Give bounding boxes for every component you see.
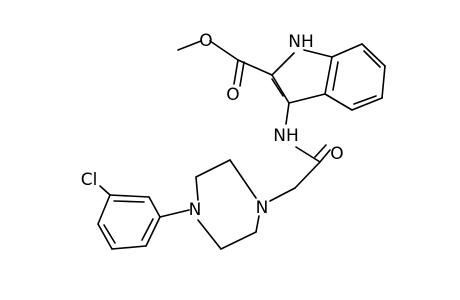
bond-layer [97,40,386,250]
bond-c6-c5 [381,65,386,99]
bond-methyl-o [177,40,202,51]
atom-o-amide: O [330,144,343,164]
bond-pip-c6-c5 [220,231,257,250]
bond-ar-c6-c1-inner [141,218,154,241]
bond-amide-carbon-o-2 [314,144,327,158]
bond-c7a-c3a [324,56,333,95]
atom-o-ester-carbonyl: O [226,85,239,105]
bond-c7-c6 [361,43,386,67]
bond-c3a-c3 [288,93,326,104]
bond-pip-c3-c2 [195,159,231,178]
bond-c3-c2-inner [271,78,284,97]
atom-o-ester-single: O [199,31,212,51]
bond-c5-c4-inner [353,95,377,105]
bond-c2-n1 [271,52,295,76]
bond-c4-c3a [324,93,353,111]
atom-nh-amide: NH [273,126,299,146]
bond-ar-c1-c2 [148,196,161,218]
bond-ar-c3-cl [99,185,111,196]
atom-nh-indole: NH [288,32,314,52]
bond-n-aryl-c1 [159,209,190,218]
bond-c7a-c7 [331,43,363,58]
bond-pip-c2-n1 [195,176,199,201]
bond-nh-amide-carbon [295,146,321,163]
bond-ar-c3-c4 [97,194,111,225]
bond-amide-carbon-o [319,149,331,163]
bond-ar-c6-c1 [145,216,161,247]
atom-n-piperazine-right: N [256,198,269,218]
atom-cl: Cl [81,170,98,190]
bond-ar-c5-c6 [111,245,147,250]
bond-ar-c4-c5 [97,223,113,250]
bond-ar-c2-c3 [109,194,150,198]
bond-c3-nh [285,102,290,125]
bond-n1-c7a [303,49,333,58]
bond-c7a-c3a-inner [332,61,339,91]
atom-n-piperazine-left: N [189,200,202,220]
bond-c7-c6-inner [363,50,381,68]
bond-o-carbonyl-carbon [209,40,239,61]
bond-pip-c5-n4 [255,215,260,233]
bond-ch2-n-piperazine [269,187,296,202]
bond-ar-c4-c5-inner [103,224,116,244]
bond-pip-n1-c6 [197,219,222,250]
bond-carbonyl-carbon-o-double-2 [239,61,245,87]
atom-labels: NH O O NH O N N Cl [81,31,344,220]
bond-amide-carbon-ch2 [294,161,321,189]
bond-carbonyl-carbon-c2 [237,59,273,76]
bond-ar-c2-c3-inner [113,200,145,203]
bond-pip-n4-c3 [229,159,257,199]
bond-c3-c2 [271,74,290,104]
bond-carbonyl-carbon-o-double [233,59,239,85]
bond-c5-c4 [351,97,383,111]
